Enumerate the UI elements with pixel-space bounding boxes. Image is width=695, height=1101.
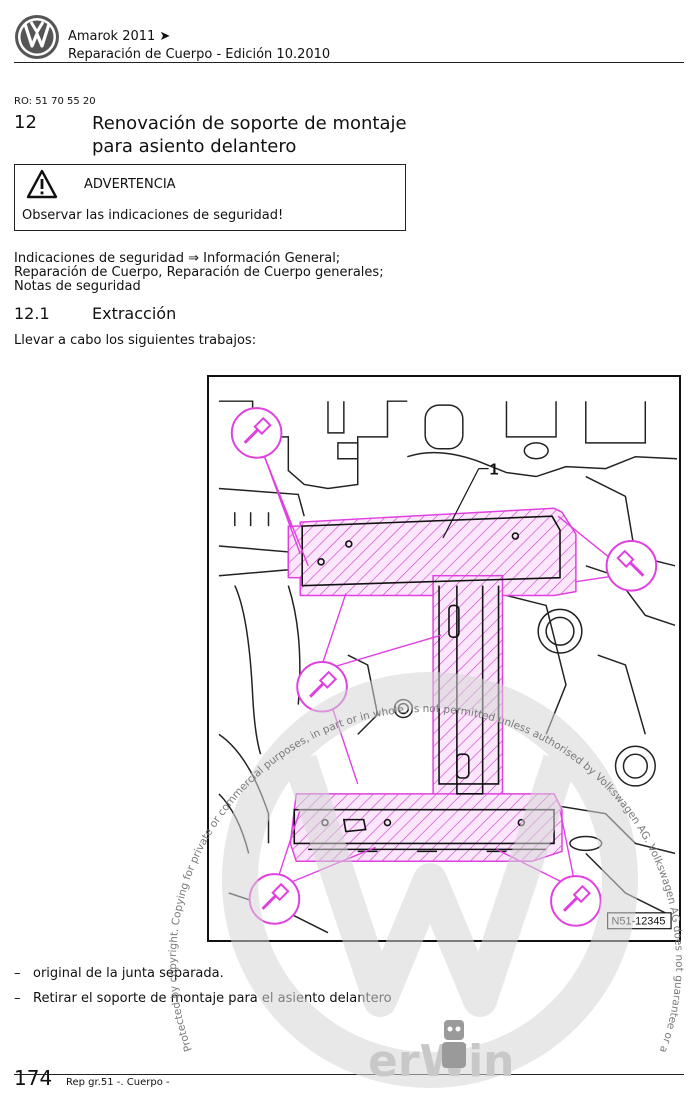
- safety-line-2: Reparación de Cuerpo, Reparación de Cuer…: [14, 265, 384, 280]
- section-title: Renovación de soporte de montaje para as…: [92, 113, 407, 157]
- watermark-brand: erWin: [368, 1036, 514, 1087]
- warning-title: ADVERTENCIA: [84, 177, 176, 192]
- drill-icon: [248, 873, 301, 925]
- manual-title: Amarok 2011 ➤: [68, 29, 171, 44]
- seat-bracket-diagram: 1: [207, 375, 681, 942]
- drill-icon: [605, 540, 658, 592]
- step-2: –Retirar el soporte de montaje para el a…: [14, 991, 392, 1006]
- footer-divider: [14, 1074, 684, 1075]
- bullet-dash: –: [14, 966, 21, 981]
- figure-ref-code: N51-12345: [612, 916, 666, 928]
- drill-icon: [230, 407, 283, 459]
- step-2-text: Retirar el soporte de montaje para el as…: [33, 991, 392, 1006]
- intro-text: Llevar a cabo los siguientes trabajos:: [14, 333, 257, 348]
- step-1-text: original de la junta separada.: [33, 966, 224, 981]
- warning-triangle-icon: [26, 169, 58, 199]
- footer-text: Rep gr.51 -. Cuerpo -: [66, 1077, 170, 1088]
- drill-icon: [296, 660, 348, 713]
- subsection-title: Extracción: [92, 304, 177, 323]
- header-divider: [14, 62, 684, 63]
- safety-line-1: Indicaciones de seguridad ⇒ Información …: [14, 251, 341, 266]
- page-number: 174: [14, 1066, 53, 1090]
- vw-logo-icon: [15, 15, 59, 59]
- subsection-number: 12.1: [14, 304, 50, 323]
- warning-text: Observar las indicaciones de seguridad!: [22, 208, 284, 223]
- bullet-dash: –: [14, 991, 21, 1006]
- manual-edition: Reparación de Cuerpo - Edición 10.2010: [68, 47, 331, 62]
- drill-icon: [550, 875, 602, 927]
- safety-references: Indicaciones de seguridad ⇒ Información …: [14, 252, 434, 294]
- warning-box: [14, 164, 406, 231]
- callout-number-1: 1: [490, 462, 499, 479]
- safety-line-3: Notas de seguridad: [14, 279, 141, 294]
- step-1: –original de la junta separada.: [14, 966, 224, 981]
- robot-mascot-icon: [442, 1020, 466, 1068]
- section-number: 12: [14, 112, 37, 133]
- callout-leader-1: [442, 468, 480, 539]
- ro-code: RO: 51 70 55 20: [14, 96, 96, 107]
